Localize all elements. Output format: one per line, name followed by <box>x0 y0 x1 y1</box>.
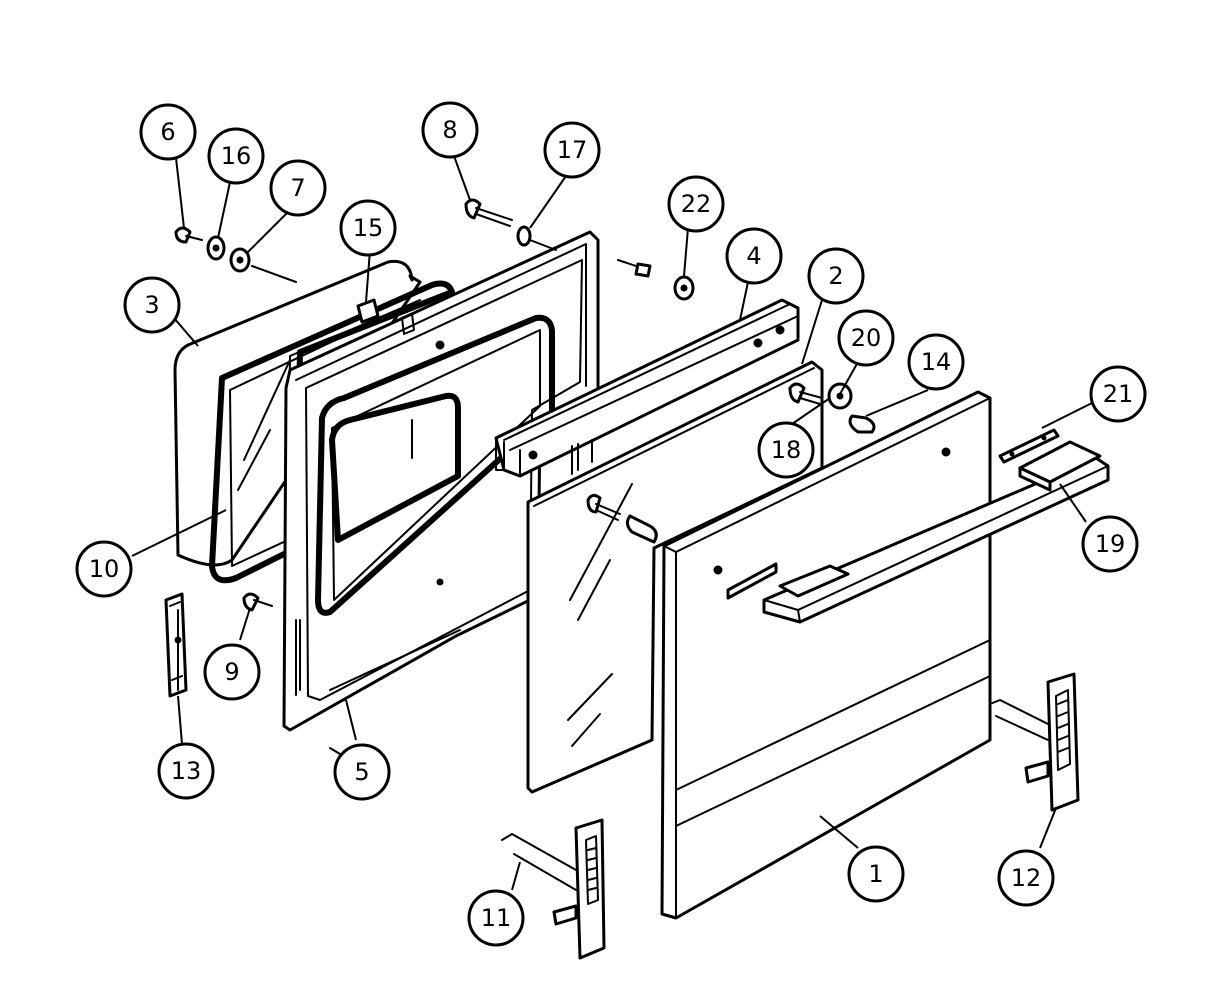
callout-5: 5 <box>333 743 391 801</box>
part-screw-spacer <box>586 493 658 544</box>
callout-21-label: 21 <box>1103 380 1134 408</box>
callout-17: 17 <box>543 121 601 179</box>
callout-15-label: 15 <box>353 214 384 242</box>
callout-19-label: 19 <box>1095 530 1126 558</box>
callout-9: 9 <box>203 643 261 701</box>
callout-8-label: 8 <box>442 116 457 144</box>
callout-12-label: 12 <box>1011 864 1042 892</box>
part-hinge-left <box>501 818 606 960</box>
callout-4: 4 <box>725 227 783 285</box>
callout-6: 6 <box>139 103 197 161</box>
part-outer-door-panel <box>660 390 992 920</box>
callout-18-label: 18 <box>771 436 802 464</box>
callout-22-label: 22 <box>681 190 712 218</box>
callout-6-label: 6 <box>160 118 175 146</box>
part-small-screw <box>617 259 652 278</box>
part-washer <box>673 275 695 301</box>
part-screw-9 <box>242 592 273 612</box>
leader-lines <box>131 155 1095 891</box>
callout-19: 19 <box>1081 515 1139 573</box>
part-channel-bracket <box>494 298 800 478</box>
part-screw-6 <box>174 226 297 283</box>
callout-15: 15 <box>339 199 397 257</box>
part-spacer <box>848 414 876 434</box>
callout-5-label: 5 <box>354 758 369 786</box>
callout-21: 21 <box>1089 365 1147 423</box>
callout-10: 10 <box>75 540 133 598</box>
callout-2-label: 2 <box>828 262 843 290</box>
callout-11-label: 11 <box>481 904 512 932</box>
callout-3: 3 <box>123 276 181 334</box>
callout-7-label: 7 <box>290 174 305 202</box>
callout-20: 20 <box>837 309 895 367</box>
callout-16-label: 16 <box>221 142 252 170</box>
callout-14-label: 14 <box>921 348 952 376</box>
callout-17-label: 17 <box>557 136 588 164</box>
callout-4-label: 4 <box>746 242 761 270</box>
callout-22: 22 <box>667 175 725 233</box>
callout-18: 18 <box>757 421 815 479</box>
callout-8: 8 <box>421 101 479 159</box>
part-screw-8 <box>464 198 557 251</box>
part-hinge-receiver <box>164 592 188 698</box>
part-door-handle <box>762 440 1110 624</box>
callout-13: 13 <box>157 742 215 800</box>
callout-14: 14 <box>907 333 965 391</box>
callout-7: 7 <box>269 159 327 217</box>
part-small-bracket <box>998 428 1060 464</box>
callout-20-label: 20 <box>851 324 882 352</box>
callout-1-label: 1 <box>868 860 883 888</box>
callout-3-label: 3 <box>144 291 159 319</box>
callout-16: 16 <box>207 127 265 185</box>
part-screw-washer <box>788 382 853 410</box>
callout-9-label: 9 <box>224 658 239 686</box>
part-middle-glass-panel <box>526 360 824 794</box>
part-hinge-right <box>989 672 1080 812</box>
callout-12: 12 <box>997 849 1055 907</box>
callout-11: 11 <box>467 889 525 947</box>
callout-1: 1 <box>847 845 905 903</box>
part-clip <box>356 298 415 335</box>
callout-10-label: 10 <box>89 555 120 583</box>
callout-2: 2 <box>807 247 865 305</box>
callout-13-label: 13 <box>171 757 202 785</box>
